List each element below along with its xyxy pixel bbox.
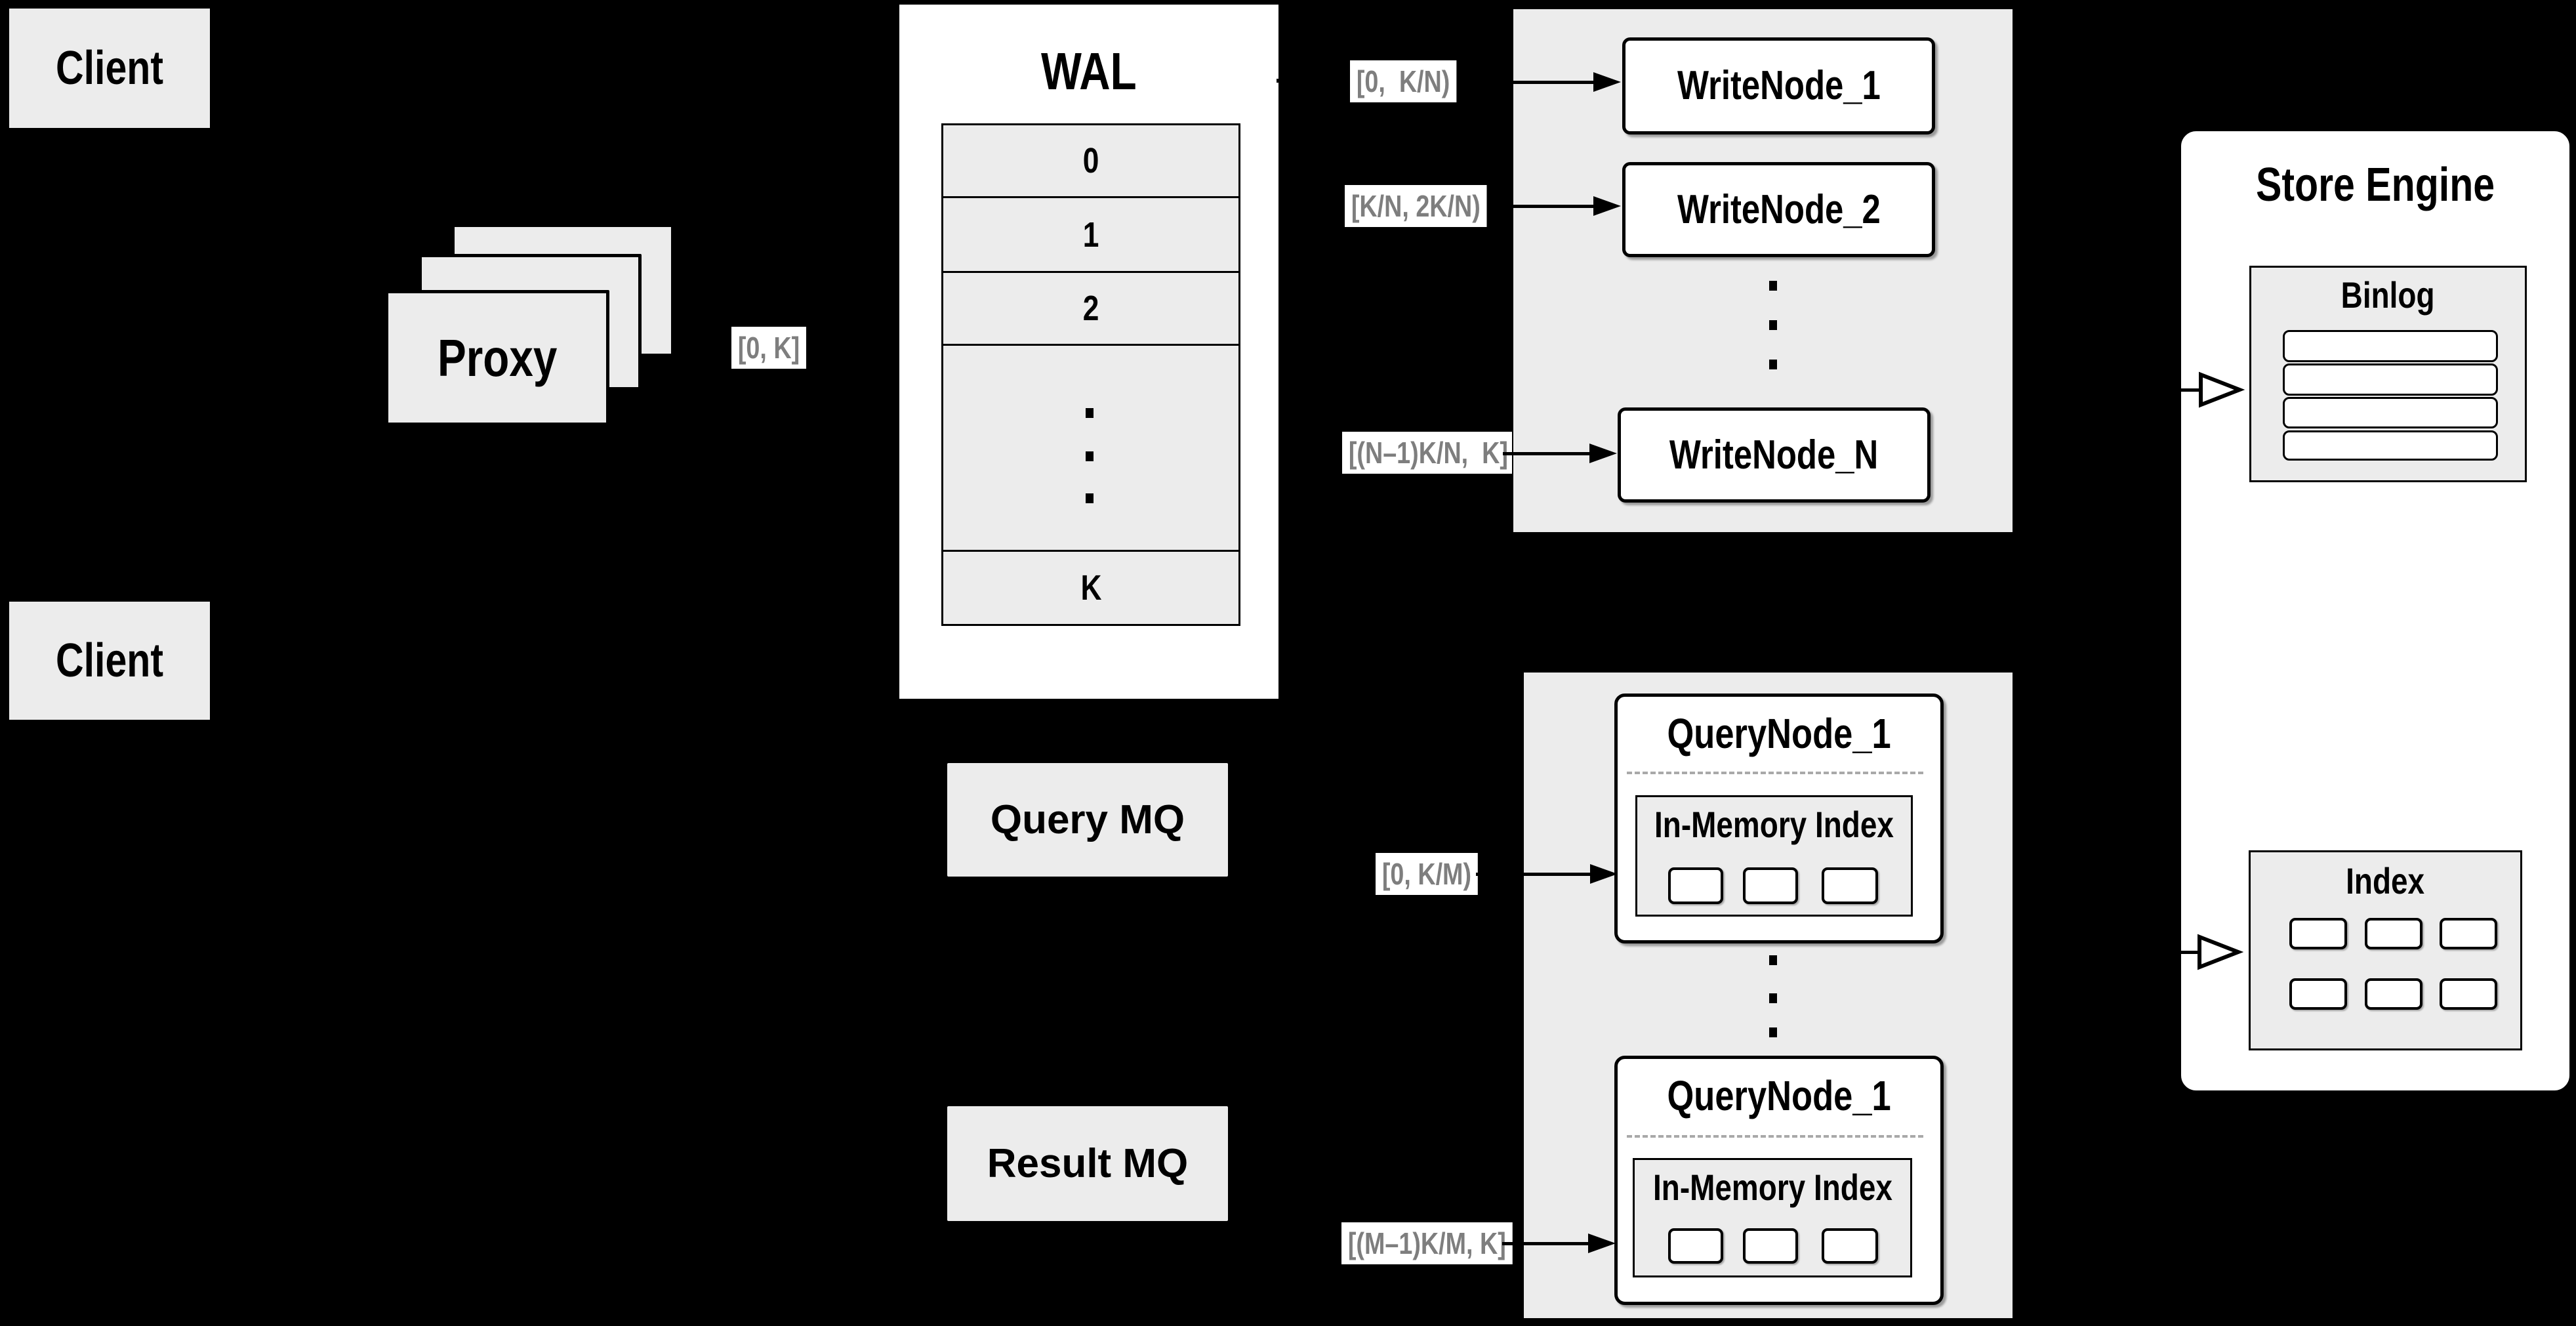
wal-title: WAL [1041, 42, 1137, 100]
wal-title-row: WAL [899, 45, 1278, 98]
in-memory-index-1-title-row: In-Memory Index [1637, 806, 1911, 843]
result-mq-box: Result MQ [946, 1105, 1229, 1222]
wal-segment-2-label: 2 [1082, 289, 1099, 328]
binlog-row [2283, 330, 2498, 362]
index-cell [2289, 918, 2347, 949]
range-label-query-2: [(M–1)K/M, K] [1341, 1222, 1513, 1264]
client-top-label: Client [55, 42, 163, 94]
result-mq-label: Result MQ [987, 1141, 1189, 1186]
binlog-row [2283, 363, 2498, 396]
open-arrowhead-binlog [2199, 371, 2245, 408]
index-title-row: Index [2251, 863, 2520, 900]
index-cell [2440, 978, 2497, 1010]
query-node-ellipsis-dot [1769, 955, 1777, 965]
index-cell [2289, 978, 2347, 1010]
in-memory-index-2-cell [1743, 1228, 1798, 1264]
in-memory-index-1-cell [1668, 867, 1723, 904]
arrow-to-query-node-1 [1476, 873, 1591, 876]
query-node-ellipsis-dot [1769, 1027, 1777, 1037]
in-memory-index-2-title: In-Memory Index [1652, 1167, 1892, 1208]
arrow-to-write-node-1 [1473, 81, 1595, 84]
wal-segment-1: 1 [941, 196, 1240, 273]
binlog-title-row: Binlog [2251, 277, 2525, 314]
wal-segment-table: 0 1 2 K [941, 123, 1240, 626]
store-engine-title: Store Engine [2255, 159, 2495, 211]
client-bottom-box: Client [6, 598, 213, 723]
in-memory-index-2-title-row: In-Memory Index [1635, 1169, 1910, 1206]
open-arrowhead-index [2198, 934, 2243, 970]
range-label-write-1: [0, K/N) [1350, 60, 1457, 102]
wal-segment-0: 0 [941, 123, 1240, 198]
write-node-1-box: WriteNode_1 [1622, 37, 1935, 135]
in-memory-index-1-cell [1822, 867, 1878, 904]
arrow-to-query-node-2 [1502, 1242, 1589, 1245]
range-label-write-3: [(N–1)K/N, K] [1342, 432, 1515, 474]
wal-ellipsis-dot [1086, 408, 1094, 418]
query-node-2-title-row: QueryNode_1 [1643, 1075, 1915, 1117]
wal-segment-ellipsis [941, 344, 1240, 552]
write-node-n-label: WriteNode_N [1669, 432, 1879, 478]
index-title: Index [2346, 860, 2425, 901]
range-label-0-k: [0, K] [731, 327, 806, 369]
query-node-1-title-row: QueryNode_1 [1643, 713, 1915, 755]
query-node-ellipsis-dot [1769, 993, 1777, 1003]
proxy-box-front: Proxy [385, 290, 609, 426]
arrowhead-write-node-2 [1593, 196, 1621, 216]
query-node-2-title: QueryNode_1 [1667, 1072, 1891, 1119]
wal-ellipsis-dot [1086, 493, 1094, 503]
wal-segment-k: K [941, 550, 1240, 626]
query-node-1-dashed-separator [1627, 772, 1923, 774]
arrow-to-binlog [2179, 388, 2203, 392]
write-node-1-label: WriteNode_1 [1677, 63, 1881, 108]
store-engine-title-row: Store Engine [2181, 161, 2569, 209]
index-cell [2365, 918, 2423, 949]
in-memory-index-2-cell [1668, 1228, 1723, 1264]
query-node-2-dashed-separator [1627, 1135, 1923, 1138]
index-box: Index [2249, 850, 2522, 1050]
arrow-to-index [2179, 951, 2203, 954]
client-bottom-label: Client [55, 634, 163, 687]
proxy-label: Proxy [437, 328, 558, 387]
arrowhead-write-node-1 [1593, 72, 1621, 92]
query-node-1-title: QueryNode_1 [1667, 710, 1891, 757]
write-node-ellipsis-dot [1769, 281, 1777, 291]
wal-segment-1-label: 1 [1082, 215, 1099, 255]
range-label-query-1: [0, K/M) [1376, 853, 1478, 895]
arrow-to-write-node-n [1503, 452, 1591, 455]
wal-outgoing-connector-stub [1277, 79, 1288, 83]
query-mq-label: Query MQ [990, 797, 1185, 842]
arrow-to-write-node-2 [1503, 205, 1595, 208]
wal-segment-2: 2 [941, 271, 1240, 346]
arrowhead-query-node-2 [1588, 1233, 1616, 1253]
wal-segment-k-label: K [1080, 568, 1101, 608]
write-node-n-box: WriteNode_N [1618, 407, 1931, 503]
binlog-title: Binlog [2341, 274, 2435, 316]
in-memory-index-2-cell [1822, 1228, 1878, 1264]
query-mq-box: Query MQ [946, 762, 1229, 878]
write-node-ellipsis-dot [1769, 320, 1777, 330]
in-memory-index-1-title: In-Memory Index [1654, 804, 1894, 845]
index-cell [2365, 978, 2423, 1010]
range-label-write-2: [K/N, 2K/N) [1345, 185, 1487, 227]
binlog-row [2283, 430, 2498, 461]
in-memory-index-1-cell [1743, 867, 1798, 904]
binlog-row [2283, 397, 2498, 428]
arrowhead-write-node-n [1589, 444, 1617, 463]
write-node-2-box: WriteNode_2 [1622, 162, 1935, 257]
write-node-ellipsis-dot [1769, 360, 1777, 369]
wal-ellipsis-dot [1086, 451, 1094, 461]
wal-segment-0-label: 0 [1082, 141, 1099, 180]
arrowhead-query-node-1 [1590, 864, 1618, 884]
index-cell [2440, 918, 2497, 949]
write-node-2-label: WriteNode_2 [1677, 186, 1881, 232]
client-top-box: Client [6, 5, 213, 131]
